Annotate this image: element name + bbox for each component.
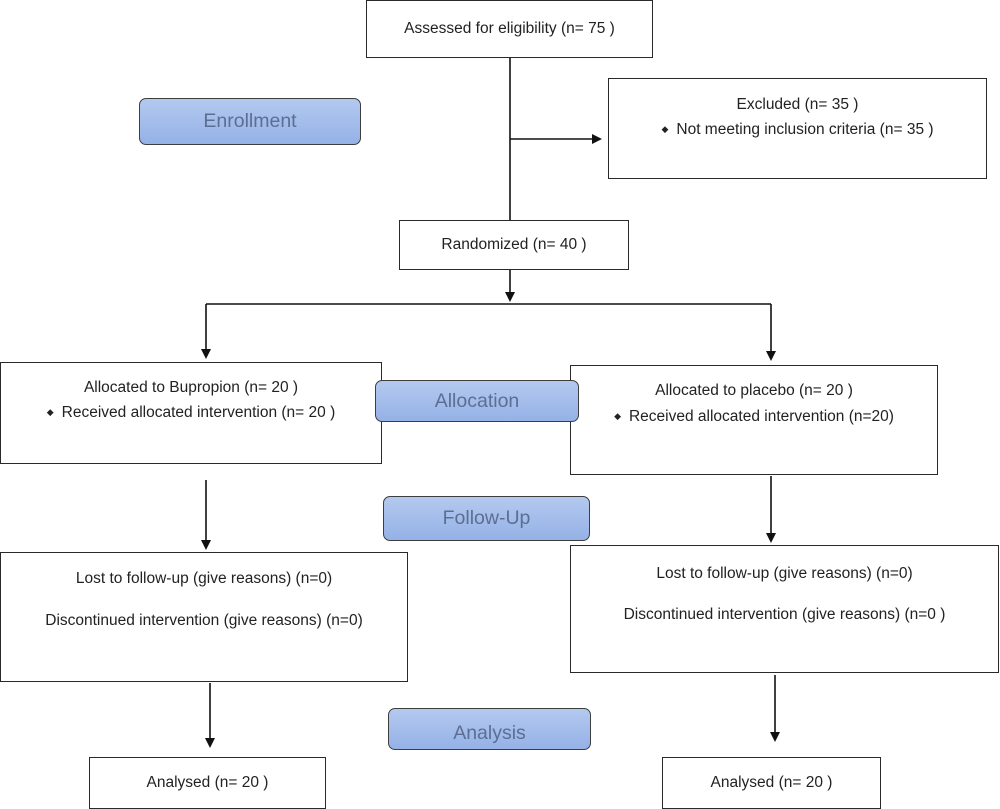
allocation-placebo-title: Allocated to placebo (n= 20 ): [655, 382, 853, 399]
analysed-left-text: Analysed (n= 20 ): [146, 774, 269, 792]
assessed-box: Assessed for eligibility (n= 75 ): [366, 0, 653, 58]
stage-analysis: Analysis: [388, 708, 591, 750]
stage-analysis-label: Analysis: [453, 722, 526, 744]
stage-allocation-label: Allocation: [434, 389, 520, 412]
allocation-bupropion-box: Allocated to Bupropion (n= 20 ) ◆ Receiv…: [0, 362, 382, 464]
followup-right-box: Lost to follow-up (give reasons) (n=0) D…: [570, 545, 999, 673]
followup-right-lost: Lost to follow-up (give reasons) (n=0): [656, 565, 913, 582]
randomized-box: Randomized (n= 40 ): [399, 220, 629, 270]
followup-left-lost: Lost to follow-up (give reasons) (n=0): [75, 570, 333, 587]
allocation-placebo-detail: Received allocated intervention (n=20): [628, 408, 894, 425]
bullet-icon: ◆: [46, 407, 54, 417]
analysed-left-box: Analysed (n= 20 ): [89, 757, 326, 809]
stage-enrollment: Enrollment: [139, 98, 361, 145]
analysed-right-text: Analysed (n= 20 ): [710, 774, 833, 792]
assessed-text: Assessed for eligibility (n= 75 ): [404, 20, 615, 38]
allocation-bupropion-title: Allocated to Bupropion (n= 20 ): [83, 379, 299, 396]
excluded-box: Excluded (n= 35 ) ◆ Not meeting inclusio…: [608, 78, 987, 179]
stage-enrollment-label: Enrollment: [203, 110, 297, 132]
bullet-icon: ◆: [661, 124, 669, 134]
followup-right-discontinued: Discontinued intervention (give reasons)…: [623, 606, 946, 623]
bullet-icon: ◆: [614, 411, 621, 421]
followup-left-box: Lost to follow-up (give reasons) (n=0) D…: [0, 552, 408, 682]
excluded-title: Excluded (n= 35 ): [736, 96, 859, 113]
stage-followup: Follow-Up: [383, 496, 590, 541]
stage-followup-label: Follow-Up: [442, 507, 531, 529]
randomized-text: Randomized (n= 40 ): [441, 236, 587, 254]
allocation-bupropion-detail: Received allocated intervention (n= 20 ): [61, 404, 336, 421]
followup-left-discontinued: Discontinued intervention (give reasons)…: [45, 612, 363, 629]
stage-allocation: Allocation: [375, 380, 579, 422]
excluded-reason: Not meeting inclusion criteria (n= 35 ): [676, 121, 934, 138]
analysed-right-box: Analysed (n= 20 ): [662, 757, 881, 809]
allocation-placebo-box: Allocated to placebo (n= 20 ) ◆ Received…: [570, 365, 938, 475]
